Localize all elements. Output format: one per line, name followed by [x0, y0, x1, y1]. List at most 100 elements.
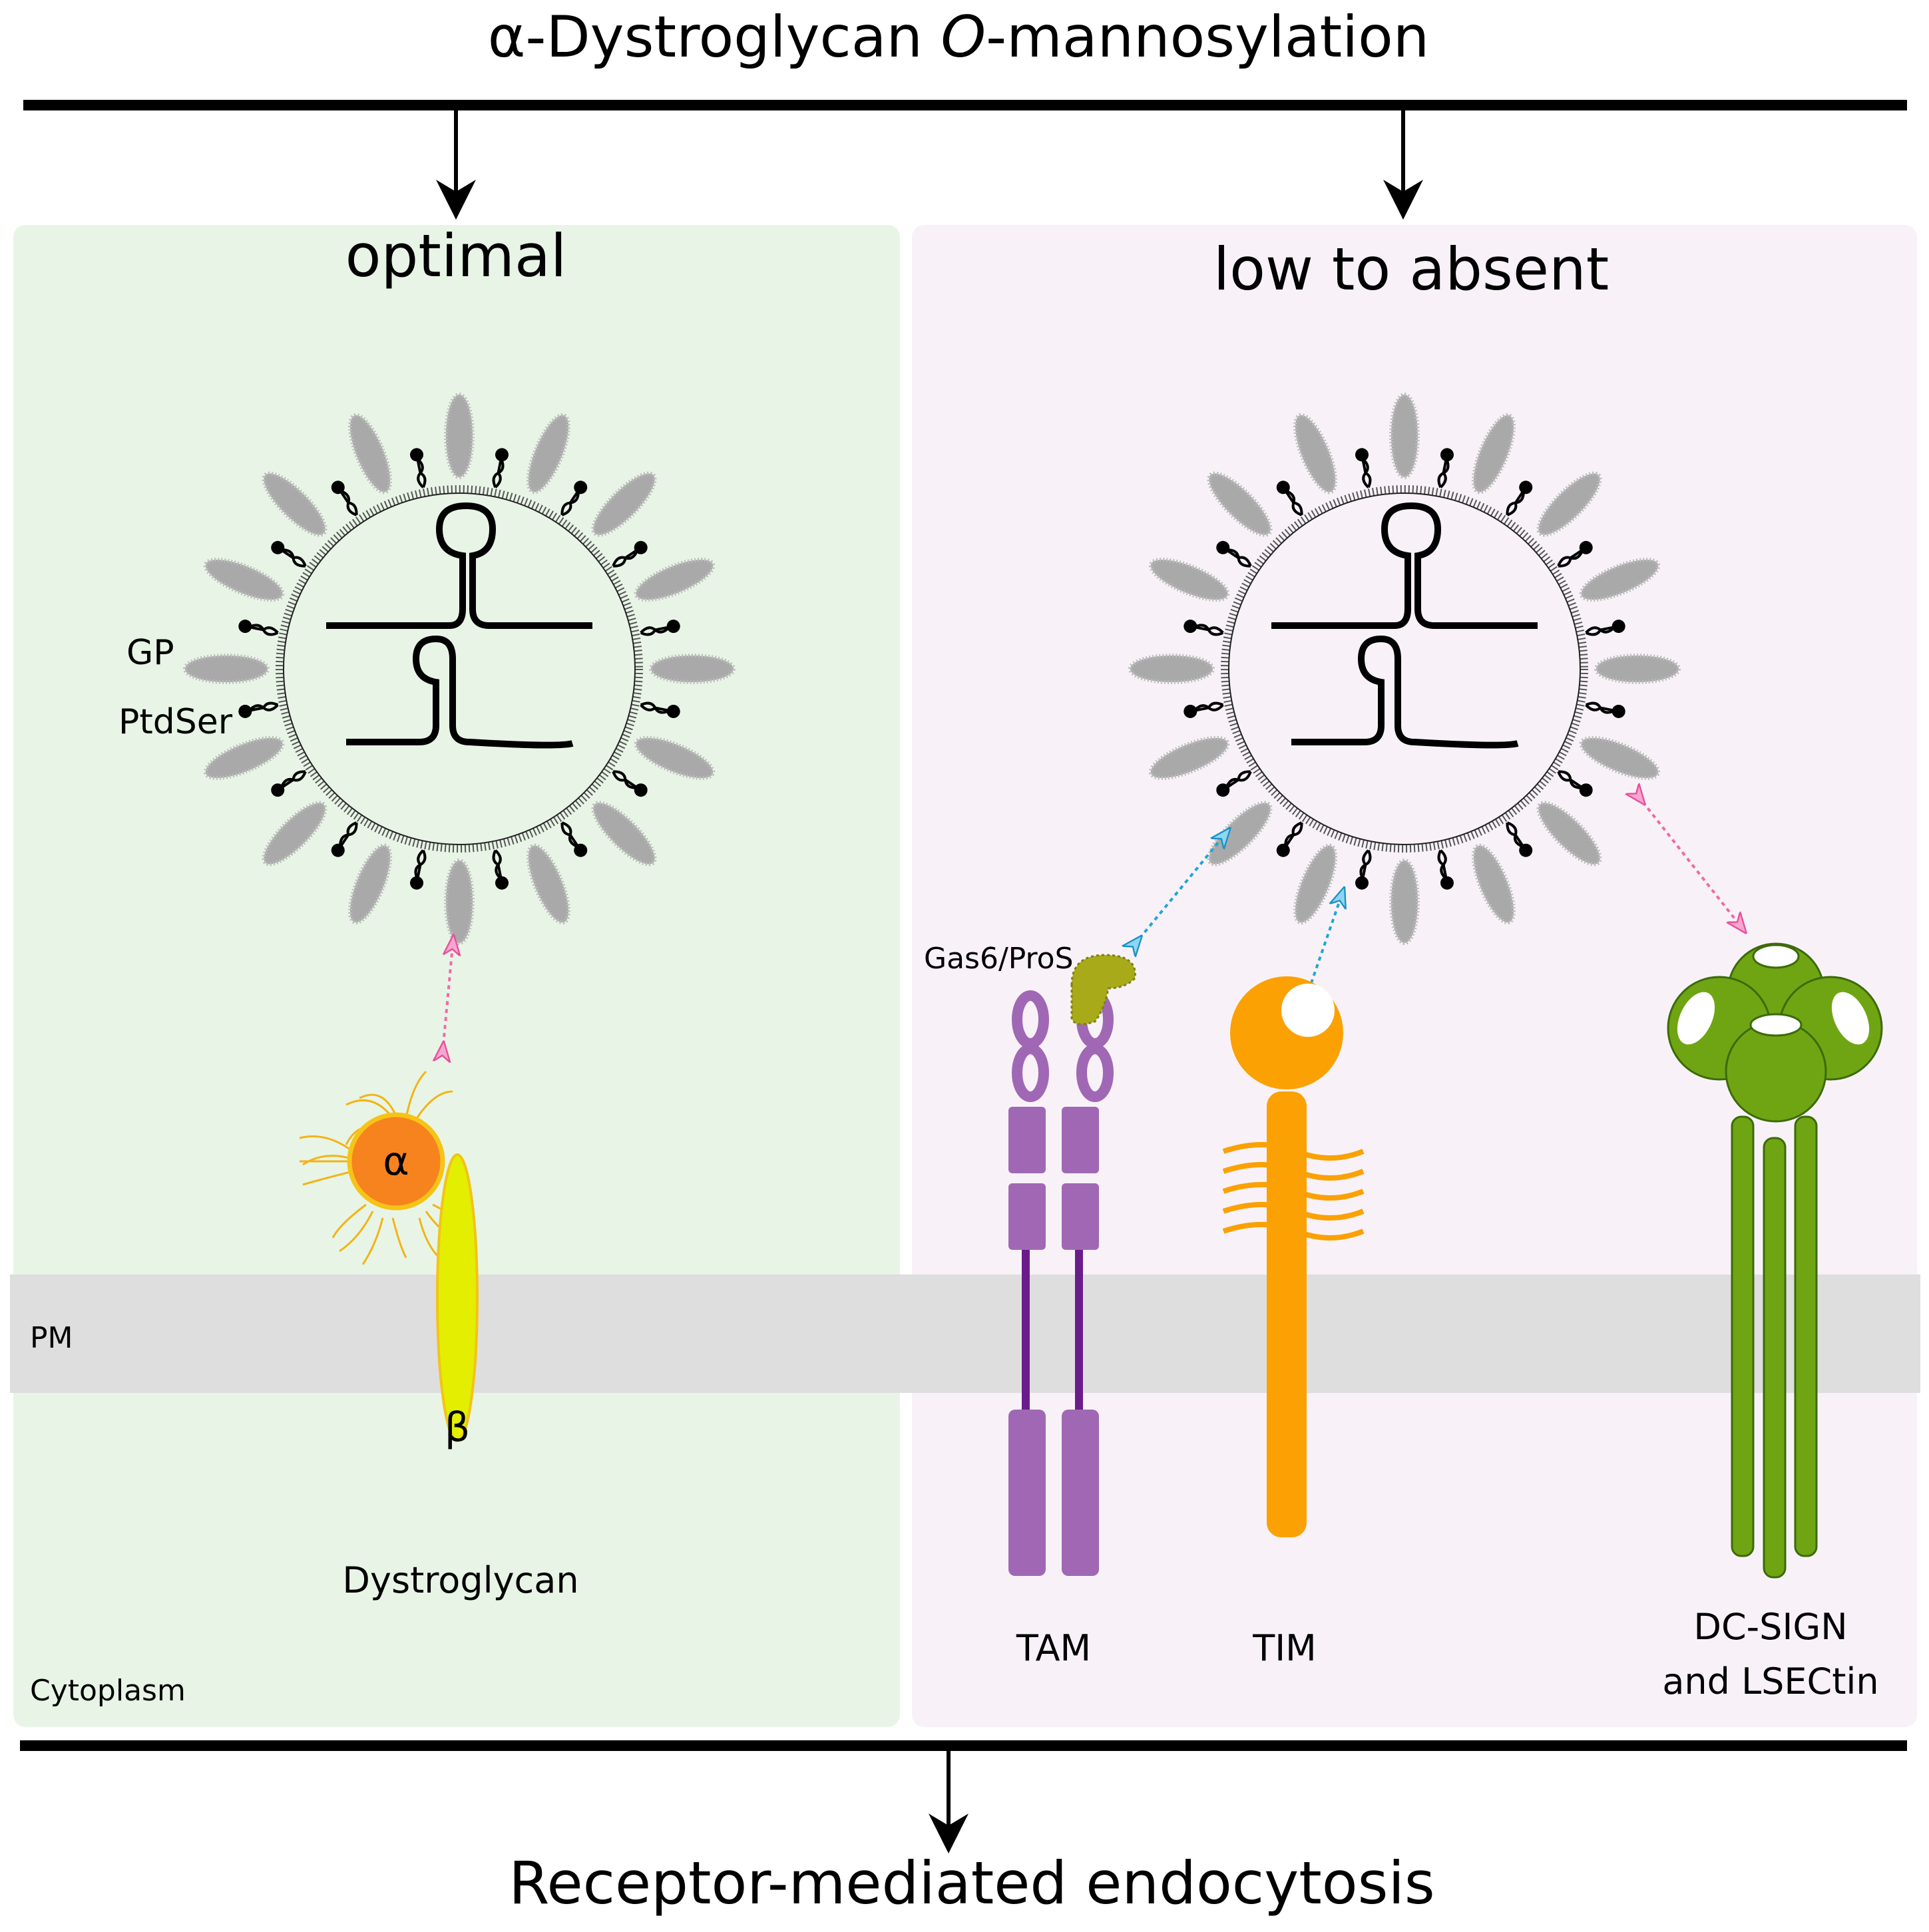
- genome-segment-large: [1271, 502, 1538, 629]
- gp-spike: [526, 843, 571, 925]
- ptdser-lipid: [612, 540, 648, 568]
- ptdser-lipid: [410, 448, 427, 488]
- gp-spike: [1389, 393, 1420, 479]
- plasma-membrane: [10, 1274, 1920, 1393]
- ptdser-lipid: [1557, 770, 1593, 797]
- ptdser-lipid: [640, 701, 680, 718]
- tim-receptor: [1222, 976, 1365, 1537]
- tam-monomer-left: [1008, 990, 1049, 1576]
- dcsign-label-line1: DC-SIGN: [1693, 1606, 1847, 1648]
- gp-spike: [1148, 735, 1230, 781]
- gp-spike: [1536, 801, 1602, 867]
- ptdser-lipid: [612, 770, 648, 797]
- optimal-heading: optimal: [345, 222, 567, 290]
- alpha-dystroglycan: [347, 1112, 445, 1211]
- genome-segment-small: [1291, 635, 1519, 749]
- ptdser-lipid: [1355, 448, 1372, 488]
- gp-spike: [183, 654, 270, 684]
- gp-spike: [203, 735, 285, 781]
- bottom-title: Receptor-mediated endocytosis: [509, 1849, 1435, 1917]
- gp-spike: [1594, 654, 1681, 684]
- tam-monomer-right: [1062, 990, 1114, 1576]
- virion-envelope: [276, 485, 643, 853]
- ptdser-lipid: [1183, 620, 1224, 636]
- ptdser-lipid: [271, 770, 307, 797]
- figure-title: α-Dystroglycan O-mannosylation: [488, 4, 1430, 71]
- gp-spike: [591, 471, 657, 537]
- ptdser-lipid: [331, 821, 358, 857]
- gp-spike: [1579, 557, 1661, 602]
- gp-spike: [262, 801, 327, 867]
- ptdser-label: PtdSer: [118, 702, 233, 742]
- ptdser-lipid: [1585, 701, 1625, 718]
- gas6-ligand: [1070, 954, 1136, 1026]
- gp-spike: [1207, 471, 1273, 537]
- ptdser-lipid: [238, 701, 279, 718]
- tim-label: TIM: [1252, 1627, 1317, 1669]
- ptdser-lipid: [560, 821, 588, 857]
- dcsign-receptor: [1667, 942, 1883, 1579]
- gp-spike: [1536, 471, 1602, 537]
- dcsign-virion-arrow: [1643, 802, 1744, 930]
- ptdser-lipid: [410, 849, 427, 890]
- virion-envelope: [1221, 485, 1588, 853]
- gp-spike: [203, 557, 285, 602]
- ptdser-lipid: [1216, 770, 1252, 797]
- tam-receptor: [1008, 954, 1136, 1576]
- ptdser-lipid: [640, 620, 680, 636]
- low-to-absent-heading: low to absent: [1213, 235, 1609, 303]
- ptdser-lipid: [1585, 620, 1625, 636]
- ptdser-lipid: [331, 481, 358, 516]
- beta-dystroglycan: [436, 1153, 479, 1442]
- gp-dystroglycan-arrow: [443, 938, 453, 1045]
- virion-left: [183, 393, 736, 945]
- bottom-bar: [20, 1740, 1907, 1751]
- ptdser-lipid: [1276, 821, 1303, 857]
- ptdser-lipid: [492, 448, 509, 488]
- gp-spike: [1471, 413, 1516, 494]
- gp-spike: [634, 557, 716, 602]
- ptdser-lipid: [1216, 540, 1252, 568]
- gas6-label: Gas6/ProS: [924, 942, 1074, 976]
- virion-envelope-inner: [1228, 492, 1581, 845]
- ptdser-lipid: [271, 540, 307, 568]
- gp-spike: [1471, 843, 1516, 925]
- gp-spike: [649, 654, 736, 684]
- gp-spike: [1293, 413, 1338, 494]
- ptdser-lipid: [238, 620, 279, 636]
- tam-label: TAM: [1016, 1627, 1091, 1669]
- ptdser-lipid: [1557, 540, 1593, 568]
- dcsign-label-line2: and LSECtin: [1662, 1660, 1878, 1702]
- ptdser-lipid: [1183, 701, 1224, 718]
- gp-spike: [1128, 654, 1215, 684]
- ptdser-lipid: [1437, 849, 1454, 890]
- ptdser-lipid: [1437, 448, 1454, 488]
- gp-spike: [262, 471, 327, 537]
- ptdser-lipid: [1506, 481, 1533, 516]
- gp-spike: [526, 413, 571, 494]
- ptdser-lipid: [492, 849, 509, 890]
- ptdser-lipid: [1276, 481, 1303, 516]
- beta-label: β: [445, 1404, 470, 1451]
- pm-label: PM: [30, 1321, 73, 1355]
- ptdser-lipid: [1506, 821, 1533, 857]
- top-bar: [23, 100, 1907, 110]
- gp-spike: [444, 859, 475, 945]
- gp-spike: [591, 801, 657, 867]
- virion-envelope-inner: [283, 492, 636, 845]
- tim-mucin-glycans: [1222, 1142, 1365, 1241]
- ptdser-lipid: [1355, 849, 1372, 890]
- gp-spike: [1389, 859, 1420, 945]
- gp-spike: [444, 393, 475, 479]
- tim-binding-pocket: [1281, 984, 1335, 1037]
- genome-segment-small: [346, 635, 574, 749]
- tim-virion-arrow: [1306, 890, 1343, 998]
- alpha-label: α: [383, 1138, 409, 1185]
- genome-segment-large: [326, 502, 592, 629]
- dystroglycan-receptor: α β: [299, 1070, 479, 1451]
- cytoplasm-label: Cytoplasm: [30, 1674, 186, 1708]
- ptdser-lipid: [560, 481, 588, 516]
- dystroglycan-label: Dystroglycan: [342, 1559, 578, 1601]
- gp-label: GP: [126, 633, 174, 673]
